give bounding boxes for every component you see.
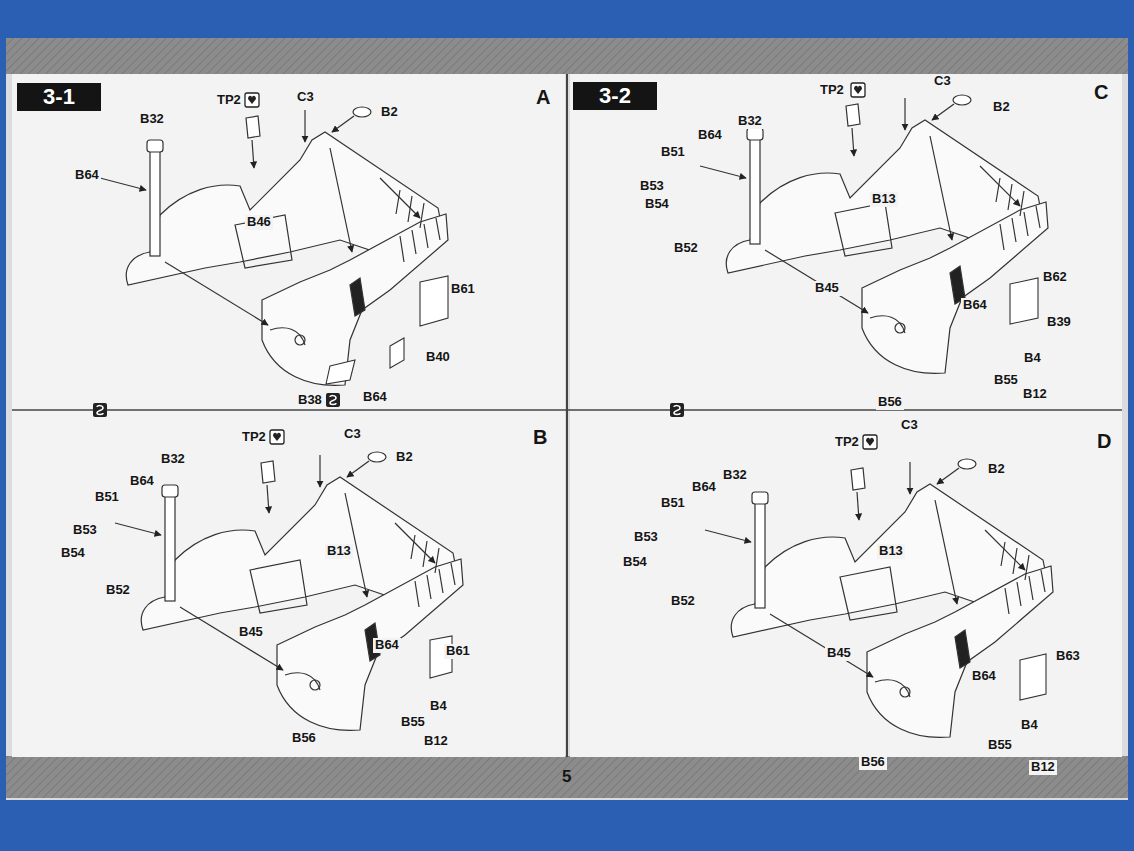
page-number: 5	[560, 767, 573, 787]
part-number: B32	[159, 452, 187, 467]
step-number: 3-2	[599, 83, 631, 108]
part-number: B55	[986, 738, 1014, 753]
panel-letter: A	[534, 86, 552, 109]
part-number: C3	[342, 427, 363, 442]
part-number: B54	[643, 197, 671, 212]
part-number: B38	[296, 393, 324, 408]
part-number: B64	[961, 298, 989, 313]
part-number: B39	[1045, 315, 1073, 330]
panel-letter: C	[1092, 81, 1110, 104]
part-number: TP2	[215, 93, 243, 108]
part-number: C3	[899, 418, 920, 433]
part-number: B62	[1041, 270, 1069, 285]
part-number: B2	[991, 100, 1012, 115]
part-number: B64	[970, 669, 998, 684]
part-number: TP2	[240, 430, 268, 445]
part-number: B51	[93, 490, 121, 505]
part-number: B56	[876, 395, 904, 410]
part-number: B4	[1022, 351, 1043, 366]
part-number: B64	[128, 474, 156, 489]
part-number: B13	[870, 192, 898, 207]
part-number: B51	[659, 496, 687, 511]
part-number: B64	[73, 168, 101, 183]
part-number: C3	[932, 74, 953, 89]
part-number: B12	[1021, 387, 1049, 402]
part-number: B53	[632, 530, 660, 545]
part-number: B61	[449, 282, 477, 297]
part-number: B52	[672, 241, 700, 256]
part-number: B4	[428, 699, 449, 714]
part-number: B32	[138, 112, 166, 127]
part-number: TP2	[833, 435, 861, 450]
part-number: B12	[1029, 760, 1057, 775]
part-number: B64	[696, 128, 724, 143]
part-number: B52	[104, 583, 132, 598]
part-number: B52	[669, 594, 697, 609]
part-number: B54	[59, 546, 87, 561]
step-badge: 3-2	[573, 82, 657, 110]
part-number: B56	[859, 755, 887, 770]
part-number: B54	[621, 555, 649, 570]
part-number: B12	[422, 734, 450, 749]
part-number: B2	[986, 462, 1007, 477]
part-number: B4	[1019, 718, 1040, 733]
part-number: B53	[71, 523, 99, 538]
part-number: B13	[325, 544, 353, 559]
part-number: TP2	[818, 83, 846, 98]
part-number: B2	[379, 105, 400, 120]
part-number: B45	[813, 281, 841, 296]
part-number: B32	[736, 114, 764, 129]
step-badge: 3-1	[17, 83, 101, 111]
part-number: B45	[237, 625, 265, 640]
part-number: B56	[290, 731, 318, 746]
part-number: B53	[638, 179, 666, 194]
part-number: B51	[659, 145, 687, 160]
part-number: B64	[361, 390, 389, 405]
part-number: B55	[399, 715, 427, 730]
part-number: B61	[444, 644, 472, 659]
step-number: 3-1	[43, 84, 75, 109]
part-number: B64	[690, 480, 718, 495]
part-number: B46	[245, 215, 273, 230]
part-number: B45	[825, 646, 853, 661]
part-number: B63	[1054, 649, 1082, 664]
part-number: B13	[877, 544, 905, 559]
part-number: B55	[992, 373, 1020, 388]
part-number: B32	[721, 468, 749, 483]
panel-letter: B	[531, 426, 549, 449]
part-number: C3	[295, 90, 316, 105]
panel-letter: D	[1095, 430, 1113, 453]
part-number: B40	[424, 350, 452, 365]
part-number: B64	[373, 638, 401, 653]
part-number: B2	[394, 450, 415, 465]
